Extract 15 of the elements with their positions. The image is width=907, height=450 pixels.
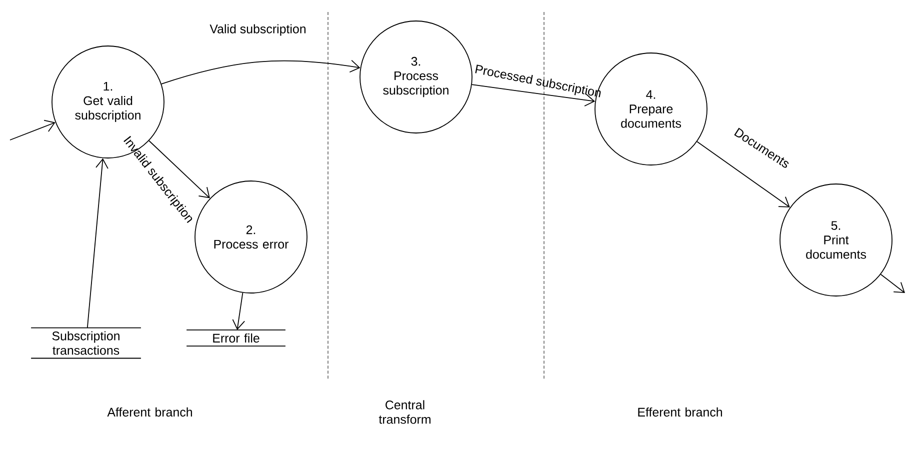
edge-label: Processed subscription bbox=[475, 64, 601, 98]
arrow bbox=[696, 141, 790, 208]
data-store: Subscription transactions bbox=[30, 327, 142, 359]
arrow bbox=[880, 274, 905, 293]
arrow bbox=[148, 140, 210, 198]
section-label: Afferent branch bbox=[107, 407, 192, 417]
arrow bbox=[232, 292, 246, 330]
edge-label: Valid subscription bbox=[210, 24, 306, 36]
arrow bbox=[86, 158, 108, 328]
data-store: Error file bbox=[186, 330, 286, 346]
arrow bbox=[472, 84, 596, 106]
section-label: Central transform bbox=[378, 400, 430, 424]
section-label: Efferent branch bbox=[638, 407, 722, 417]
arrow bbox=[161, 60, 360, 84]
arrow bbox=[10, 120, 56, 140]
